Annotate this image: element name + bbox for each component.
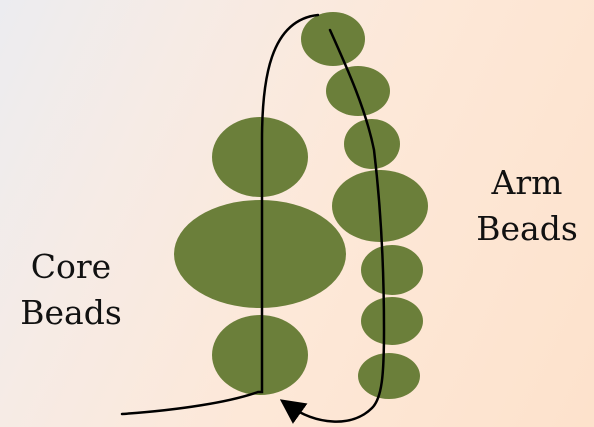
core-bead-large	[174, 200, 346, 308]
arm-bead-5	[361, 245, 423, 295]
arm-bead-7	[358, 353, 420, 399]
core-beads	[174, 117, 346, 395]
arm-beads-label: Arm Beads	[462, 160, 592, 252]
core-bead-bottom	[212, 315, 308, 395]
core-label-line-2: Beads	[6, 290, 136, 336]
arm-bead-2	[326, 66, 390, 116]
arm-beads	[301, 12, 428, 399]
arm-label-line-2: Beads	[462, 206, 592, 252]
core-label-line-1: Core	[6, 244, 136, 290]
arm-bead-6	[361, 297, 423, 345]
arm-label-line-1: Arm	[462, 160, 592, 206]
core-bead-top	[212, 117, 308, 197]
core-beads-label: Core Beads	[6, 244, 136, 336]
